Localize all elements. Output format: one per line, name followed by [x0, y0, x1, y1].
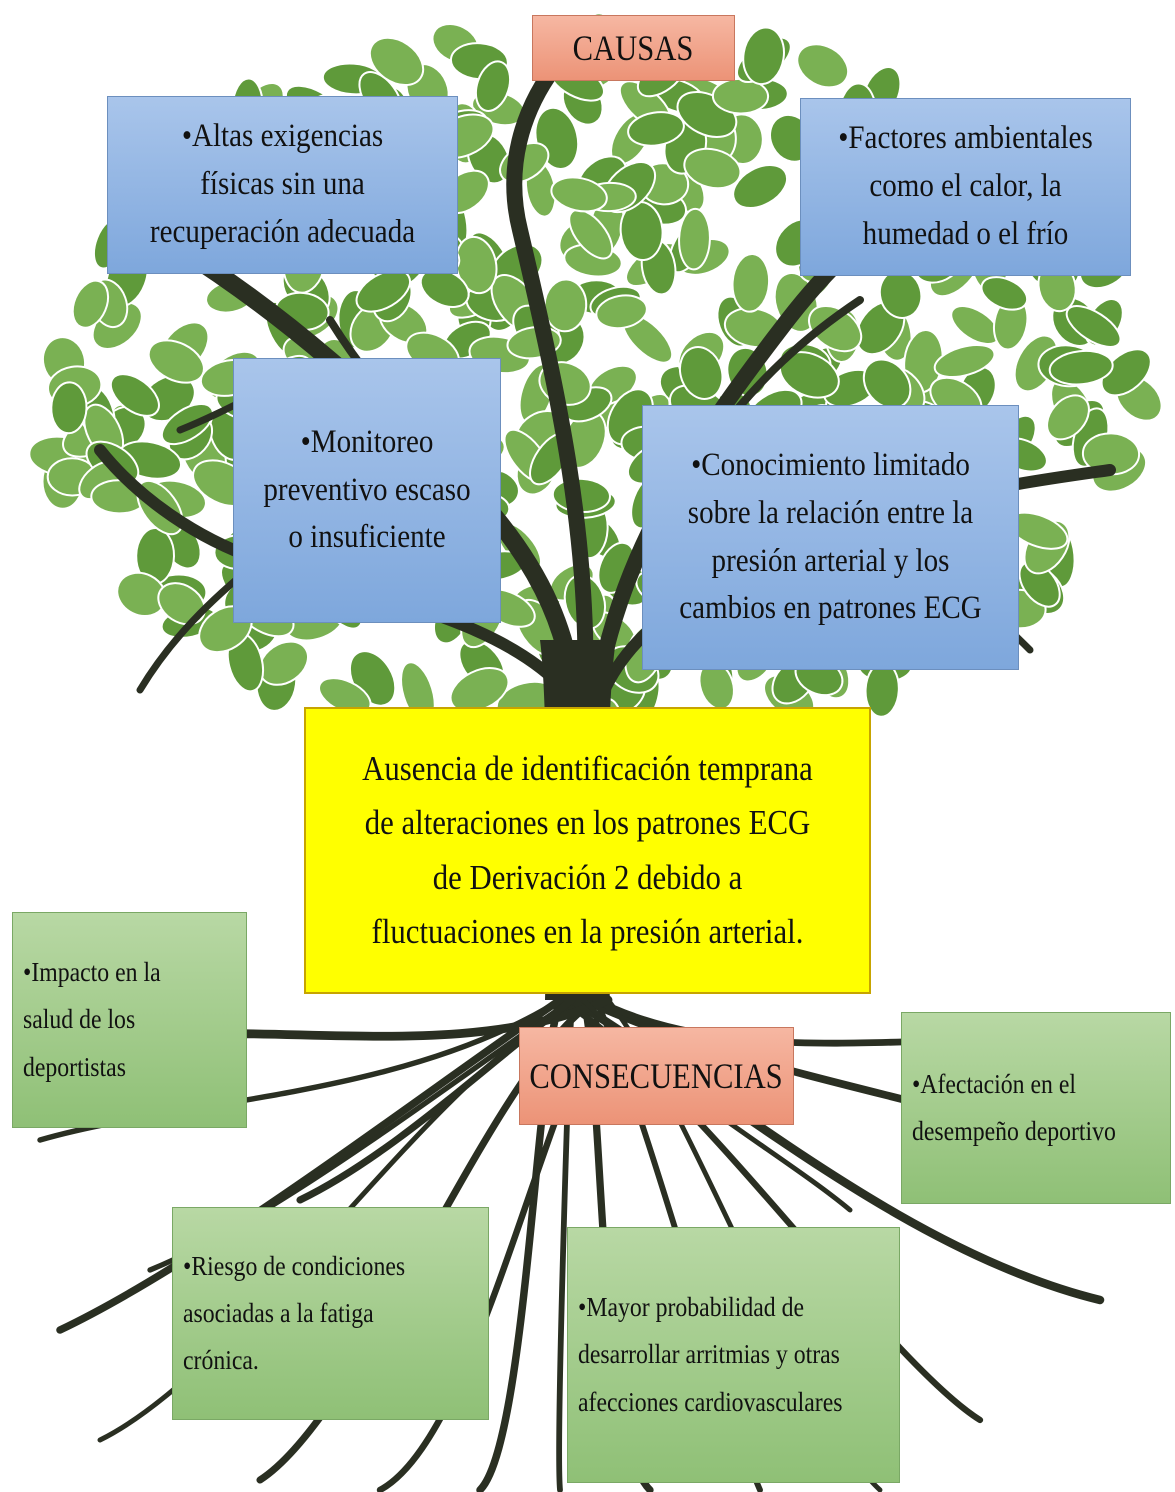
leaf [732, 164, 789, 209]
leaf [933, 344, 996, 378]
root [296, 996, 576, 1204]
leaf [796, 43, 850, 89]
consequence-box-2: •Afectación en el desempeño deportivo [901, 1012, 1171, 1204]
leaf [742, 26, 785, 86]
consequence-text-4: •Mayor probabilidad de desarrollar arrit… [578, 1292, 843, 1417]
branch [506, 52, 594, 708]
leaf [50, 381, 88, 435]
leaf [683, 147, 742, 190]
leaf [1018, 560, 1061, 608]
leaf [1046, 394, 1090, 441]
leaf [1100, 348, 1152, 397]
leaf [109, 373, 160, 417]
leaf [368, 36, 425, 87]
cause-text-1: •Altas exigencias físicas sin una recupe… [149, 118, 416, 250]
leaf [550, 176, 608, 213]
consequence-text-2: •Afectación en el desempeño deportivo [912, 1068, 1116, 1146]
leaf [147, 339, 205, 384]
cause-box-4: •Conocimiento limitado sobre la relación… [642, 405, 1019, 670]
leaf [678, 207, 711, 271]
cause-box-2: •Factores ambientales como el calor, la … [800, 98, 1131, 276]
consequence-box-4: •Mayor probabilidad de desarrollar arrit… [567, 1227, 900, 1483]
cause-box-3: •Monitoreo preventivo escaso o insuficie… [233, 358, 501, 623]
leaf [474, 60, 512, 112]
central-problem-box: Ausencia de identificación temprana de a… [304, 707, 871, 994]
leaf [627, 111, 685, 147]
leaf [731, 252, 771, 313]
root [56, 996, 564, 1334]
cause-text-2: •Factores ambientales como el calor, la … [838, 120, 1093, 252]
leaf [595, 294, 648, 330]
consequence-box-3: •Riesgo de condiciones asociadas a la fa… [172, 1207, 489, 1420]
leaf [71, 279, 110, 329]
central-problem-text: Ausencia de identificación temprana de a… [362, 749, 813, 951]
consequences-label: CONSECUENCIAS [519, 1027, 794, 1125]
leaf [862, 358, 912, 410]
leaf [157, 582, 206, 626]
leaf [568, 208, 614, 260]
cause-text-4: •Conocimiento limitado sobre la relación… [679, 446, 982, 627]
leaf [1065, 305, 1122, 348]
leaf [1048, 349, 1114, 386]
consequences-label-text: CONSECUENCIAS [529, 1056, 784, 1096]
cause-text-3: •Monitoreo preventivo escaso o insuficie… [263, 423, 471, 556]
consequence-text-1: •Impacto en la salud de los deportistas [23, 957, 161, 1082]
causes-label-text: CAUSAS [573, 28, 694, 68]
leaf [355, 269, 412, 313]
leaf [980, 276, 1029, 311]
leaf [678, 346, 724, 400]
cause-box-1: •Altas exigencias físicas sin una recupe… [107, 96, 458, 274]
consequence-box-1: •Impacto en la salud de los deportistas [12, 912, 247, 1128]
consequence-text-3: •Riesgo de condiciones asociadas a la fa… [183, 1250, 406, 1376]
causes-label: CAUSAS [532, 15, 735, 81]
